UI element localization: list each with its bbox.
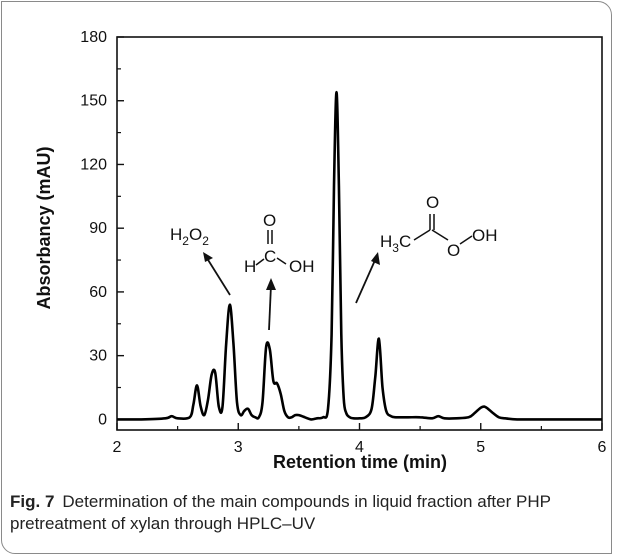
y-tick-label: 150 xyxy=(80,93,107,110)
annotation-formic-acid: H C O OH xyxy=(244,211,315,331)
x-tick-label: 6 xyxy=(598,439,607,456)
arrow-h2o2 xyxy=(204,254,231,296)
svg-text:O: O xyxy=(447,241,460,260)
y-tick-label: 180 xyxy=(80,29,107,46)
series-line-0 xyxy=(116,90,602,421)
arrowhead-peracetic-acid xyxy=(371,252,380,265)
arrow-formic-acid xyxy=(268,284,272,331)
y-tick-label: 120 xyxy=(80,156,107,173)
y-tick-label: 30 xyxy=(89,348,107,365)
arrowhead-formic-acid xyxy=(266,278,276,290)
figure-frame xyxy=(1,1,612,554)
arrow-peracetic-acid xyxy=(355,257,377,304)
svg-text:H: H xyxy=(244,257,256,276)
annotation-h2o2: H2O2 xyxy=(170,225,231,296)
x-tick-label: 2 xyxy=(113,439,122,456)
svg-text:O: O xyxy=(426,193,439,212)
x-tick-label: 3 xyxy=(234,439,243,456)
svg-text:H2O2: H2O2 xyxy=(170,225,209,248)
y-tick-label: 90 xyxy=(89,220,107,237)
y-tick-label: 60 xyxy=(89,284,107,301)
arrowhead-h2o2 xyxy=(203,252,213,262)
svg-text:O: O xyxy=(263,211,276,230)
svg-text:C: C xyxy=(264,247,276,266)
y-axis-label: Absorbancy (mAU) xyxy=(34,146,54,309)
x-tick-label: 4 xyxy=(355,439,364,456)
annotation-peracetic-acid: H3C O O OH xyxy=(355,193,498,304)
svg-text:OH: OH xyxy=(472,226,498,245)
x-axis-label: Retention time (min) xyxy=(273,452,447,472)
caption-text: Determination of the main compounds in l… xyxy=(10,492,551,533)
series-layer xyxy=(116,90,602,421)
y-tick-label: 0 xyxy=(98,411,107,428)
x-tick-label: 5 xyxy=(476,439,485,456)
svg-text:H3C: H3C xyxy=(380,232,411,255)
caption-label: Fig. 7 xyxy=(10,492,55,511)
svg-text:OH: OH xyxy=(289,257,315,276)
